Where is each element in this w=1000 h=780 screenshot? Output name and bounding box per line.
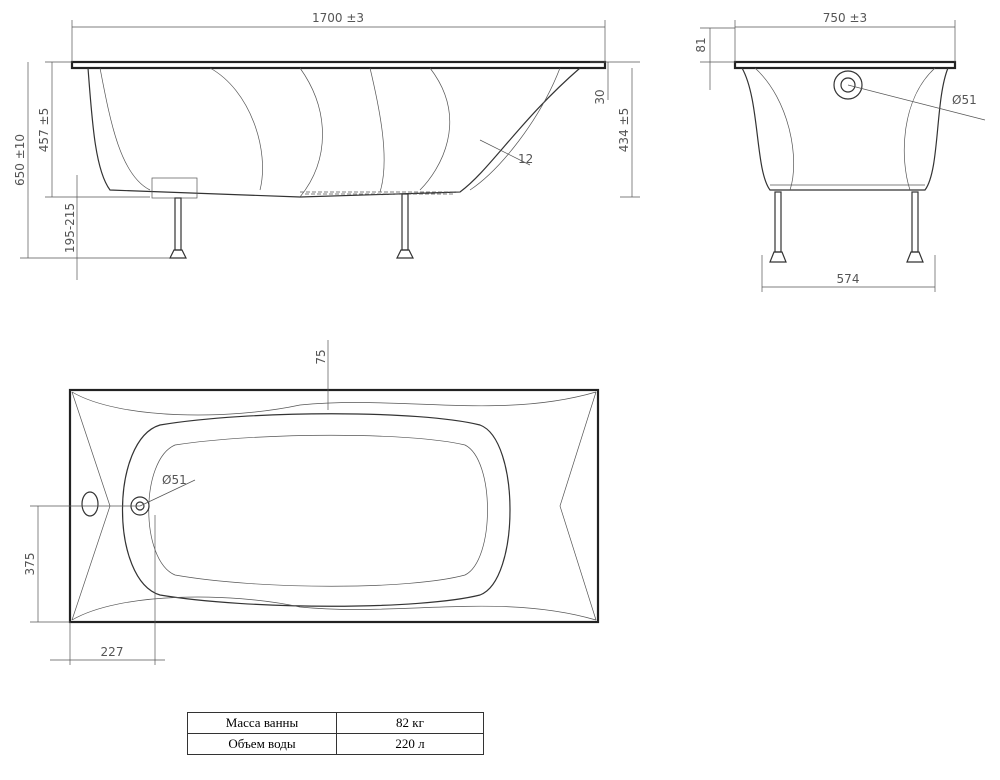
end-view bbox=[700, 20, 986, 292]
top-drain-diameter-label: Ø51 bbox=[162, 473, 187, 487]
total-height-dimension: 650 ±10 bbox=[13, 134, 27, 186]
specs-table: Масса ванны 82 кг Объем воды 220 л bbox=[187, 712, 484, 755]
rim-height-dimension: 81 bbox=[694, 37, 708, 52]
inner-depth-dimension: 434 ±5 bbox=[617, 108, 631, 152]
rim-dimension: 30 bbox=[593, 89, 607, 104]
wall-dimension: 12 bbox=[518, 152, 533, 166]
length-dimension: 1700 ±3 bbox=[312, 11, 364, 25]
table-row: Масса ванны 82 кг bbox=[187, 712, 484, 734]
depth-dimension: 457 ±5 bbox=[37, 108, 51, 152]
leg-height-dimension: 195-215 bbox=[63, 203, 77, 253]
spec-value: 82 кг bbox=[336, 712, 484, 734]
width-dimension: 750 ±3 bbox=[823, 11, 867, 25]
drain-diameter-label: Ø51 bbox=[952, 93, 977, 107]
drain-x-dimension: 227 bbox=[101, 645, 124, 659]
spec-value: 220 л bbox=[336, 733, 484, 755]
spec-label: Масса ванны bbox=[187, 712, 337, 734]
top-view bbox=[30, 340, 600, 665]
table-row: Объем воды 220 л bbox=[187, 733, 484, 755]
drain-y-dimension: 375 bbox=[23, 553, 37, 576]
edge-dimension: 75 bbox=[314, 349, 328, 364]
leg-span-dimension: 574 bbox=[837, 272, 860, 286]
spec-label: Объем воды bbox=[187, 733, 337, 755]
side-view: 1700 ±3 bbox=[20, 11, 640, 280]
